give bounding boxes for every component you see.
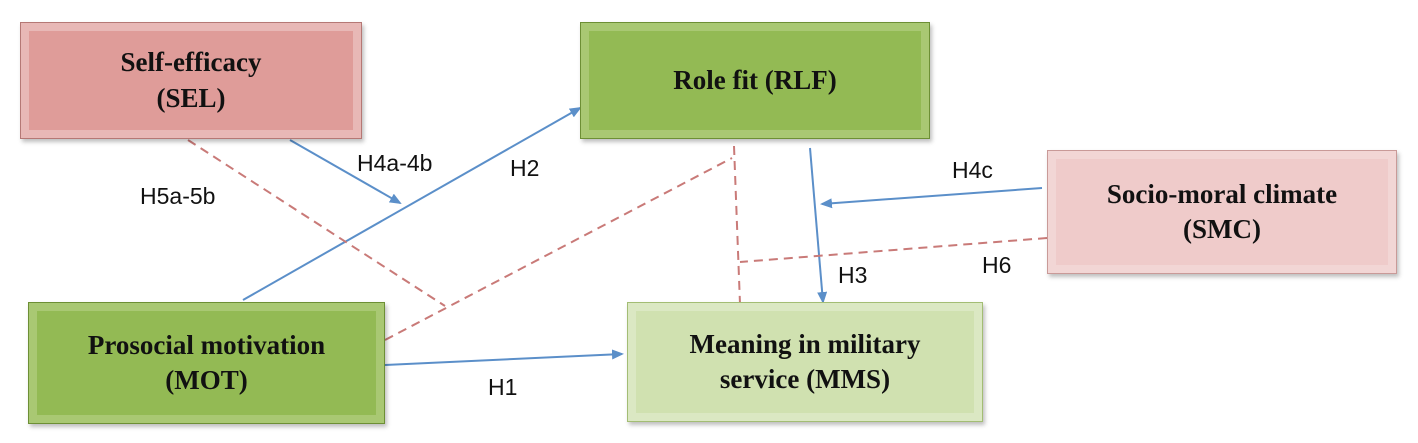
node-meaning-military-service-label: Meaning in military service (MMS) <box>689 328 921 394</box>
node-socio-moral-climate: Socio-moral climate (SMC) <box>1047 150 1397 274</box>
node-self-efficacy: Self-efficacy (SEL) <box>20 22 362 139</box>
label-h3: H3 <box>838 262 868 288</box>
dashed-smc-moderation <box>739 237 1048 263</box>
node-meaning-military-service: Meaning in military service (MMS) <box>627 302 983 422</box>
node-self-efficacy-label: Self-efficacy (SEL) <box>120 47 262 113</box>
dashed-mot-to-rlf-mediation <box>384 157 733 341</box>
dashed-rlf-vertical <box>733 145 741 305</box>
label-h4c: H4c <box>952 157 993 183</box>
node-prosocial-motivation-label: Prosocial motivation (MOT) <box>87 329 326 395</box>
arrow-mot-to-mms <box>384 349 624 366</box>
node-role-fit-label: Role fit (RLF) <box>673 64 837 95</box>
node-socio-moral-climate-label: Socio-moral climate (SMC) <box>1106 178 1338 244</box>
node-role-fit: Role fit (RLF) <box>580 22 930 139</box>
label-h6: H6 <box>982 252 1012 278</box>
arrow-smc-to-path <box>820 187 1043 209</box>
label-h4a-4b: H4a-4b <box>357 150 433 176</box>
arrow-sel-to-path <box>289 139 402 204</box>
label-h1: H1 <box>488 374 518 400</box>
node-prosocial-motivation: Prosocial motivation (MOT) <box>28 302 385 424</box>
label-h2: H2 <box>510 155 540 181</box>
arrow-rlf-to-mms <box>809 147 828 304</box>
label-h5a-5b: H5a-5b <box>140 183 216 209</box>
dashed-sel-moderation <box>187 139 446 307</box>
arrow-mot-to-rlf <box>242 107 582 301</box>
